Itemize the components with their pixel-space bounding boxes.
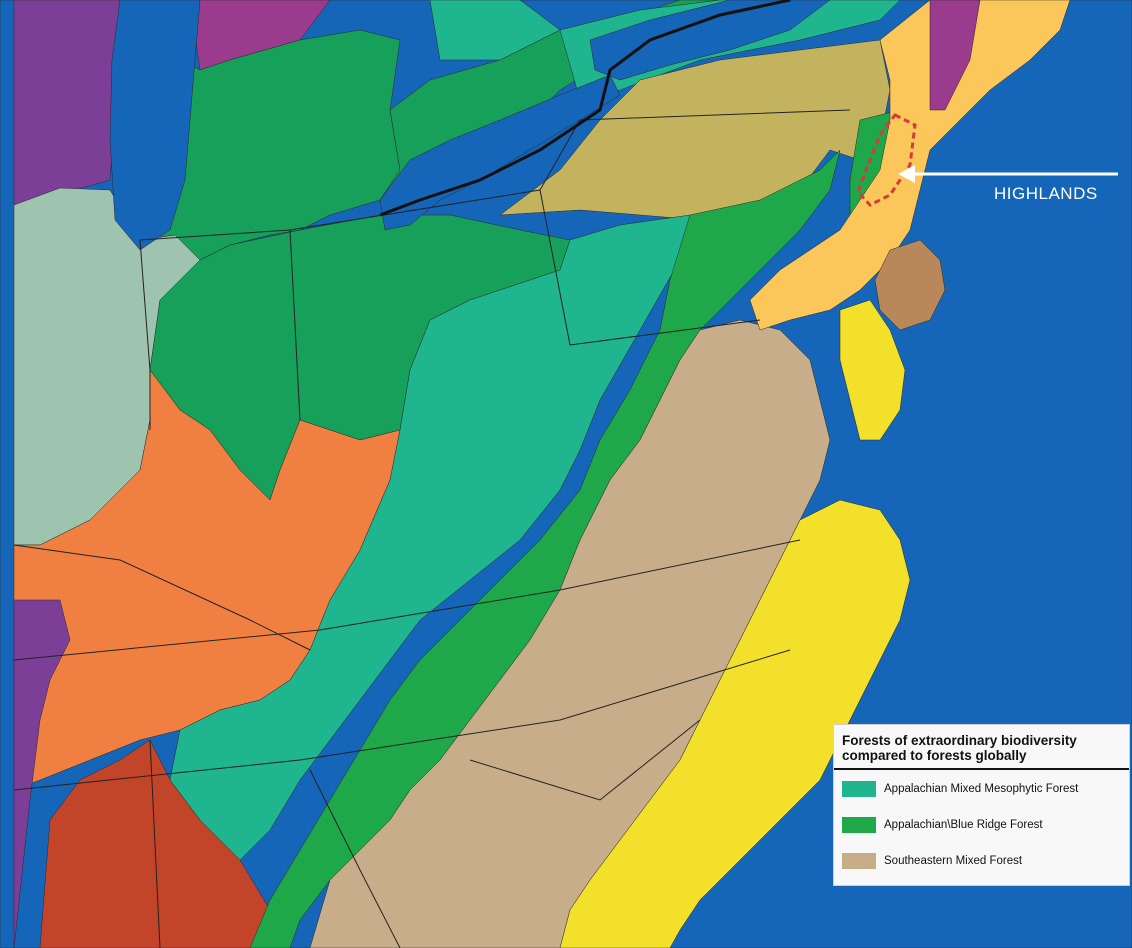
lake-michigan bbox=[109, 0, 201, 251]
state-boundaries bbox=[13, 109, 851, 948]
legend-title-line1: Forests of extraordinary biodiversity bbox=[842, 733, 1077, 748]
legend-swatch-blue-ridge bbox=[842, 817, 876, 833]
region-magenta-northeast bbox=[929, 0, 981, 111]
highlands-label: HIGHLANDS bbox=[994, 184, 1098, 203]
highlands-outline bbox=[856, 113, 917, 207]
legend-item-blue-ridge: Appalachian\Blue Ridge Forest bbox=[842, 816, 1043, 834]
international-border bbox=[379, 0, 791, 217]
legend-title-line2: compared to forests globally bbox=[842, 748, 1027, 763]
highlands-arrow bbox=[898, 165, 1118, 183]
legend-title: Forests of extraordinary biodiversity co… bbox=[834, 733, 1129, 770]
region-yellow-carolina bbox=[559, 499, 911, 948]
map-legend: Forests of extraordinary biodiversity co… bbox=[833, 724, 1130, 886]
region-mesophytic-central bbox=[169, 214, 691, 861]
legend-label-mesophytic: Appalachian Mixed Mesophytic Forest bbox=[884, 783, 1079, 795]
region-purple-southwest bbox=[13, 599, 71, 948]
region-tan-brown-coast bbox=[874, 239, 946, 331]
legend-label-southeastern: Southeastern Mixed Forest bbox=[884, 855, 1023, 867]
region-yellow-delmarva bbox=[839, 299, 906, 441]
legend-swatch-southeastern bbox=[842, 853, 876, 869]
legend-item-mesophytic: Appalachian Mixed Mesophytic Forest bbox=[842, 780, 1078, 798]
legend-swatch-mesophytic bbox=[842, 781, 876, 797]
legend-item-southeastern: Southeastern Mixed Forest bbox=[842, 852, 1022, 870]
region-mesophytic-north bbox=[429, 0, 561, 61]
legend-label-blue-ridge: Appalachian\Blue Ridge Forest bbox=[884, 819, 1043, 831]
